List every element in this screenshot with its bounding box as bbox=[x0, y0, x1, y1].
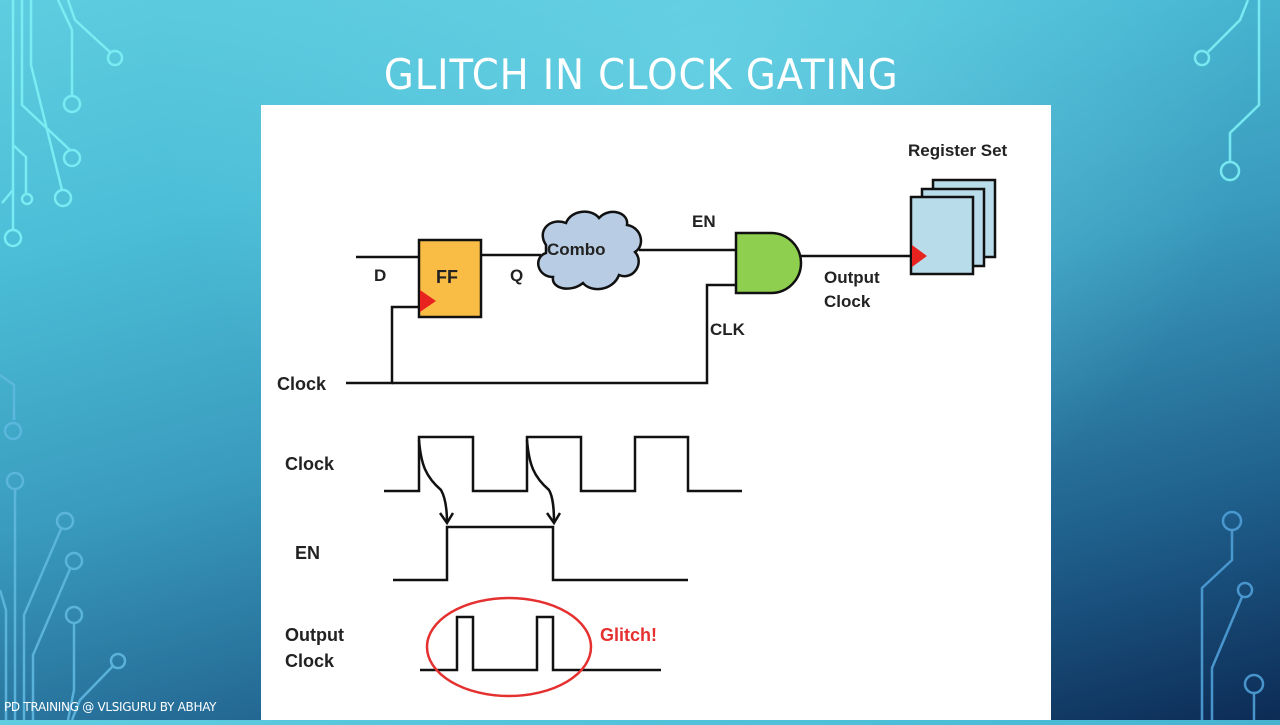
q-label: Q bbox=[510, 266, 523, 285]
arrow-head-1-icon bbox=[438, 512, 455, 526]
waveforms bbox=[384, 435, 742, 672]
bottom-right-traces bbox=[1200, 510, 1265, 720]
combo-label: Combo bbox=[547, 240, 606, 259]
ff-label: FF bbox=[436, 267, 458, 287]
causality-arrow-2 bbox=[525, 439, 556, 524]
output-clock-label-line2: Clock bbox=[824, 292, 871, 311]
en-waveform bbox=[393, 525, 688, 582]
clock-marker-icon bbox=[420, 290, 436, 312]
top-right-traces bbox=[1193, 0, 1261, 182]
en-label: EN bbox=[692, 212, 716, 231]
ff-clock-wire bbox=[346, 305, 419, 385]
diagram-panel: D FF Q Combo EN CLK Output Clock Registe… bbox=[261, 105, 1051, 720]
glitch-label: Glitch! bbox=[600, 625, 657, 645]
top-left-traces bbox=[1, 0, 124, 248]
clock-marker-icon bbox=[912, 245, 927, 267]
wave-clock-label: Clock bbox=[285, 454, 335, 474]
bottom-left-traces bbox=[0, 373, 127, 720]
clock-gating-diagram: D FF Q Combo EN CLK Output Clock Registe… bbox=[277, 141, 1008, 698]
wave-output-label-line2: Clock bbox=[285, 651, 335, 671]
output-clock-waveform bbox=[420, 615, 661, 672]
and-gate bbox=[734, 231, 803, 295]
clk-wire bbox=[392, 283, 736, 385]
clock-input-label: Clock bbox=[277, 374, 327, 394]
slide-title: GLITCH IN CLOCK GATING bbox=[383, 50, 899, 99]
slide-footer: PD TRAINING @ VLSIGURU BY ABHAY bbox=[4, 700, 217, 714]
output-clock-label-line1: Output bbox=[824, 268, 880, 287]
register-set-label: Register Set bbox=[908, 141, 1008, 160]
clock-waveform bbox=[384, 435, 742, 493]
combo-cloud bbox=[537, 210, 643, 291]
causality-arrow-1 bbox=[417, 439, 449, 524]
glitch-highlight-ellipse bbox=[425, 596, 593, 698]
arrow-head-2-icon bbox=[545, 512, 562, 526]
clk-label: CLK bbox=[710, 320, 746, 339]
register-set bbox=[909, 178, 997, 276]
flip-flop bbox=[417, 238, 483, 319]
wave-output-label-line1: Output bbox=[285, 625, 344, 645]
wave-en-label: EN bbox=[295, 543, 320, 563]
schematic-wires bbox=[346, 248, 911, 385]
d-label: D bbox=[374, 266, 386, 285]
